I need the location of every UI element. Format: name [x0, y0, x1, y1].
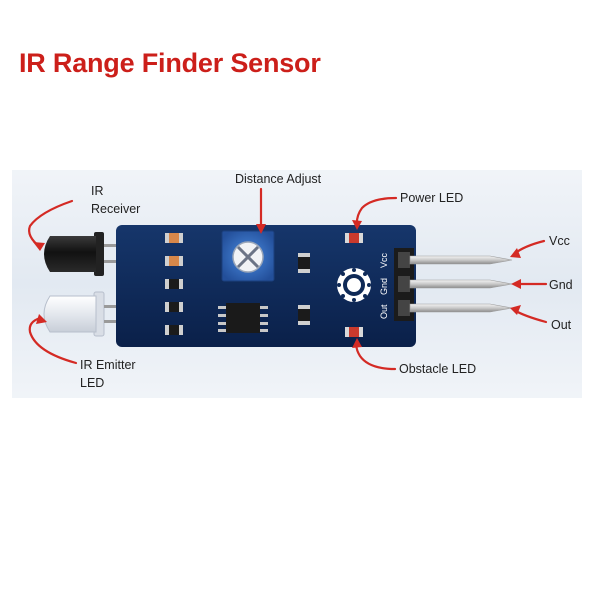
smd-resistor — [165, 325, 183, 335]
smd-resistor — [165, 256, 183, 266]
label-gnd: Gnd — [549, 278, 573, 292]
page-title: IR Range Finder Sensor — [19, 48, 321, 78]
power-led — [345, 233, 363, 243]
mounting-hole — [337, 268, 371, 302]
label-ir-receiver: IR Receiver — [91, 184, 141, 216]
ir-emitter-led — [43, 291, 118, 337]
distance-potentiometer — [221, 230, 275, 282]
label-ir-emitter-led: IR Emitter LED — [80, 358, 136, 390]
ir-receiver — [44, 232, 118, 276]
pin-label-vcc: Vcc — [379, 252, 389, 268]
pin-label-out: Out — [379, 304, 389, 319]
label-power-led: Power LED — [400, 191, 464, 205]
callout-ir-receiver — [28, 199, 74, 249]
smd-capacitor — [298, 305, 310, 325]
label-vcc: Vcc — [549, 234, 570, 248]
pin-label-gnd: Gnd — [379, 278, 389, 295]
header-pins — [394, 248, 513, 321]
smd-resistor — [165, 233, 183, 243]
label-obstacle-led: Obstacle LED — [399, 362, 477, 376]
callout-ir-emitter — [28, 316, 78, 365]
smd-resistor — [165, 279, 183, 289]
pcb-board — [116, 225, 416, 347]
smd-capacitor — [298, 253, 310, 273]
obstacle-led — [345, 327, 363, 337]
label-out: Out — [551, 318, 572, 332]
callout-power-led — [355, 196, 398, 228]
comparator-ic — [218, 303, 268, 333]
label-distance-adjust: Distance Adjust — [235, 172, 322, 186]
smd-resistor — [165, 302, 183, 312]
